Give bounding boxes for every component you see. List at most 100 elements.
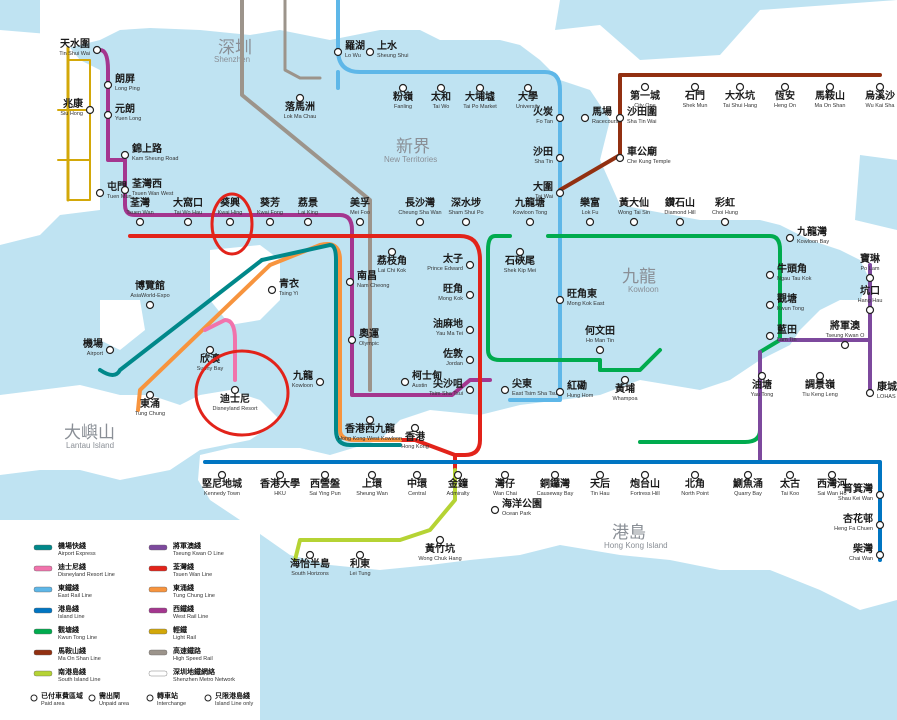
station-marker xyxy=(500,470,510,480)
station-label-zh: 天后 xyxy=(590,477,610,490)
station-marker xyxy=(620,375,630,385)
station-marker xyxy=(690,82,700,92)
station-marker xyxy=(320,470,330,480)
legend-background xyxy=(0,520,260,720)
station-label-en: Shek Mun xyxy=(683,103,708,109)
highlight-circle-kwai-hing xyxy=(210,192,254,256)
station-label-en: Tuen Mun xyxy=(107,194,132,200)
legend-label-en: South Island Line xyxy=(58,677,101,683)
station-marker xyxy=(465,260,475,270)
station-label-en: Fanling xyxy=(394,104,412,110)
station-marker xyxy=(120,150,130,160)
station-label-en: Tai Wo xyxy=(433,104,450,110)
station-label-zh: 馬場 xyxy=(592,105,612,118)
station-marker xyxy=(555,295,565,305)
station-label-en: Tai Wai xyxy=(535,194,553,200)
station-marker xyxy=(387,247,397,257)
legend-label-en: Tsuen Wan Line xyxy=(173,572,212,578)
svg-text:九龍: 九龍 xyxy=(622,267,656,287)
station-label-zh: 沙田圍 xyxy=(627,106,657,118)
station-label-zh: 朗屏 xyxy=(115,72,135,85)
station-label-zh: 荃灣西 xyxy=(132,177,162,190)
station-label-zh: 炮台山 xyxy=(629,477,660,490)
legend-symbol-marker xyxy=(204,694,212,702)
station-label-zh: 石硤尾 xyxy=(504,254,535,267)
station-marker xyxy=(675,217,685,227)
station-label-en: Fo Tan xyxy=(536,119,553,125)
station-label-en: Central xyxy=(408,491,426,497)
station-label-en: Sham Shui Po xyxy=(448,210,483,216)
svg-text:Hong Kong Island: Hong Kong Island xyxy=(604,541,668,550)
station-marker xyxy=(400,377,410,387)
station-marker xyxy=(145,390,155,400)
station-marker xyxy=(355,550,365,560)
station-label-en: Nam Cheong xyxy=(357,283,389,289)
station-label-zh: 荃灣 xyxy=(130,196,150,209)
station-marker xyxy=(135,217,145,227)
station-label-en: Prince Edward xyxy=(427,266,463,272)
line-shenzhen-link xyxy=(283,0,322,80)
legend-label-zh: 東涌綫 xyxy=(173,583,194,592)
svg-text:Kowloon: Kowloon xyxy=(628,285,659,294)
station-label-zh: 葵興 xyxy=(220,196,240,209)
station-label-en: Mei Foo xyxy=(350,210,370,216)
station-label-zh: 坑口 xyxy=(860,284,880,297)
station-label-en: Tung Chung xyxy=(135,411,165,417)
legend-label-zh: 荃灣綫 xyxy=(173,562,194,571)
station-label-zh: 迪士尼 xyxy=(220,392,250,405)
station-label-zh: 葵芳 xyxy=(260,196,280,209)
station-marker xyxy=(295,93,305,103)
station-label-zh: 牛頭角 xyxy=(777,262,807,275)
station-label-zh: 香港大學 xyxy=(260,477,300,490)
station-label-en: Hong Kong xyxy=(401,444,429,450)
station-label-zh: 落馬洲 xyxy=(285,100,315,113)
station-label-zh: 油塘 xyxy=(752,378,772,391)
station-label-en: Sheung Wan xyxy=(356,491,388,497)
legend-label-en: Tseung Kwan O Line xyxy=(173,551,224,557)
station-marker xyxy=(275,470,285,480)
station-marker xyxy=(303,217,313,227)
station-label-en: Kowloon Tong xyxy=(513,210,547,216)
station-label-zh: 奧運 xyxy=(358,327,379,340)
station-label-zh: 尖東 xyxy=(512,377,532,390)
station-marker xyxy=(315,377,325,387)
station-label-zh: 香港西九龍 xyxy=(345,422,395,435)
station-label-en: Jordan xyxy=(446,361,463,367)
line-west-rail xyxy=(93,48,410,397)
station-label-en: Heng Fa Chuen xyxy=(834,526,873,532)
station-label-zh: 調景嶺 xyxy=(805,378,836,391)
station-label-en: Austin xyxy=(412,383,427,389)
station-label-en: Airport xyxy=(87,351,104,357)
legend-label-zh: 機場快綫 xyxy=(58,541,86,550)
station-marker xyxy=(580,113,590,123)
station-label-zh: 大水坑 xyxy=(725,89,755,102)
station-label-zh: 東涌 xyxy=(140,397,160,410)
station-label-zh: 銅鑼灣 xyxy=(540,477,570,490)
station-label-zh: 海洋公園 xyxy=(502,497,542,510)
highlight-circle-disneyland xyxy=(194,349,290,437)
station-label-en: Sunny Bay xyxy=(197,366,224,372)
legend-swatch xyxy=(33,649,53,656)
